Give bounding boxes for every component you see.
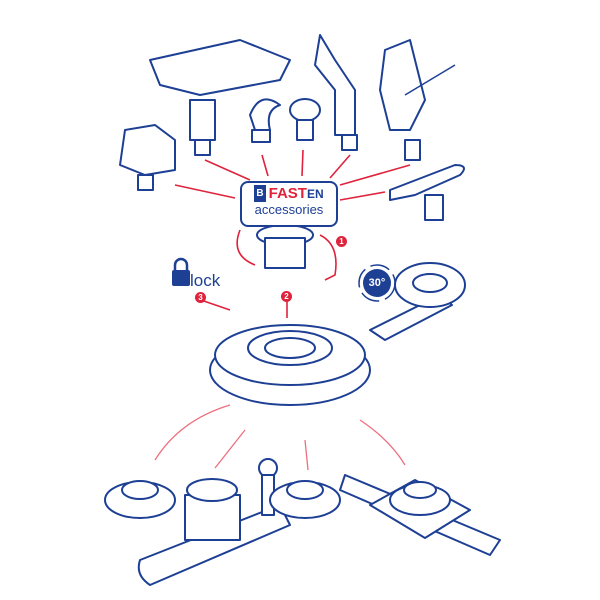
rotation-ring-icon: [358, 264, 396, 302]
tube-mount: [137, 478, 291, 586]
step-3-badge: 3: [195, 292, 206, 303]
rotate-arrow-left: [236, 229, 256, 266]
lock-label: lock: [190, 271, 221, 290]
base-mount: [209, 262, 466, 406]
bracket-accessory: [119, 124, 176, 191]
surface-mount: [104, 480, 176, 519]
logo-subtitle: accessories: [254, 202, 324, 217]
hook-accessory: [249, 98, 281, 143]
rod-holder-accessory: [149, 39, 291, 156]
cleat-accessory: [389, 164, 465, 221]
paddle-holder-accessory: [379, 39, 456, 161]
lock-icon: [172, 257, 190, 286]
cup-accessory: [289, 98, 321, 141]
brand-red: FAST: [268, 185, 307, 202]
rotate-arrow-right: [319, 234, 337, 281]
arrows-to-logo: [174, 149, 411, 201]
arm-accessory: [314, 34, 358, 151]
rotation-badge: 30°: [363, 269, 391, 297]
arrows-to-mounts: [154, 404, 406, 471]
step-1-badge: 1: [336, 236, 347, 247]
strap-mount: [339, 474, 501, 556]
adapter-part: [256, 224, 314, 269]
brand-blue: EN: [306, 187, 324, 201]
step-2-badge: 2: [281, 291, 292, 302]
rail-mount: [258, 458, 341, 519]
logo-mark: B: [254, 185, 266, 202]
